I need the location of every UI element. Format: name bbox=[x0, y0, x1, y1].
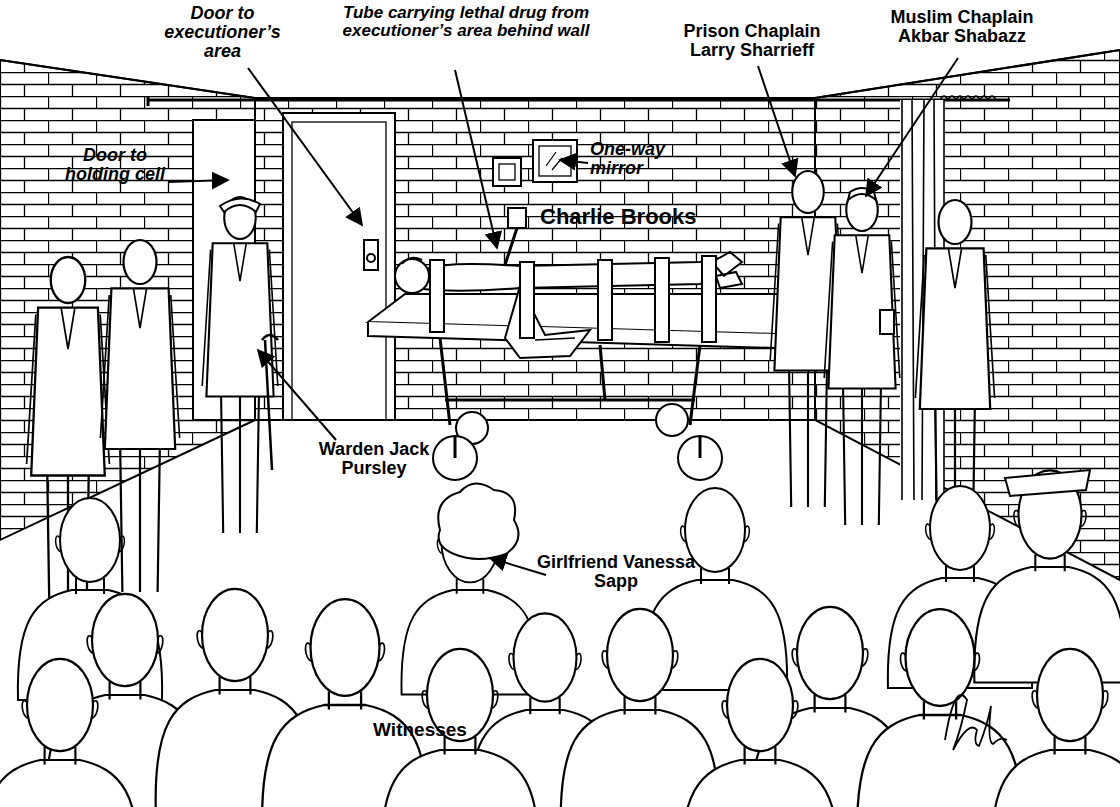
guard-cap bbox=[1005, 470, 1090, 496]
drug-tube bbox=[504, 208, 526, 268]
callout-label: Warden Jack Pursley bbox=[296, 440, 452, 478]
leader-arrow bbox=[560, 160, 588, 163]
leader-arrows bbox=[168, 58, 958, 575]
curly-hair bbox=[438, 483, 518, 559]
arm-board bbox=[505, 286, 590, 358]
prisoner bbox=[400, 258, 722, 291]
executioner-door bbox=[283, 113, 395, 420]
leader-arrow bbox=[455, 70, 497, 248]
witnesses bbox=[0, 470, 1120, 807]
leader-arrow bbox=[258, 350, 336, 440]
standing-figures bbox=[27, 171, 995, 625]
callout-label: Charlie Brooks bbox=[540, 205, 770, 228]
callout-label: Witnesses bbox=[350, 720, 490, 740]
leader-arrow bbox=[758, 66, 795, 176]
callout-label: Door to executioner’s area bbox=[160, 4, 285, 61]
one-way-mirror bbox=[493, 140, 577, 186]
callout-label: Girlfriend Vanessa Sapp bbox=[536, 553, 696, 591]
callout-label: Prison Chaplain Larry Sharrieff bbox=[668, 22, 836, 60]
leader-arrow bbox=[248, 68, 362, 225]
signature bbox=[945, 695, 1007, 750]
callout-label: One-way mirror bbox=[590, 140, 690, 178]
callout-label: Muslim Chaplain Akbar Shabazz bbox=[878, 8, 1046, 46]
gurney bbox=[368, 252, 792, 480]
curtain-rod bbox=[148, 96, 1010, 106]
callout-label: Tube carrying lethal drug from execution… bbox=[340, 4, 592, 40]
callout-label: Door to holding cell bbox=[56, 146, 174, 184]
leader-arrow bbox=[168, 180, 228, 182]
back-wall bbox=[255, 98, 815, 420]
cane bbox=[262, 335, 278, 470]
leader-arrow bbox=[866, 58, 958, 196]
